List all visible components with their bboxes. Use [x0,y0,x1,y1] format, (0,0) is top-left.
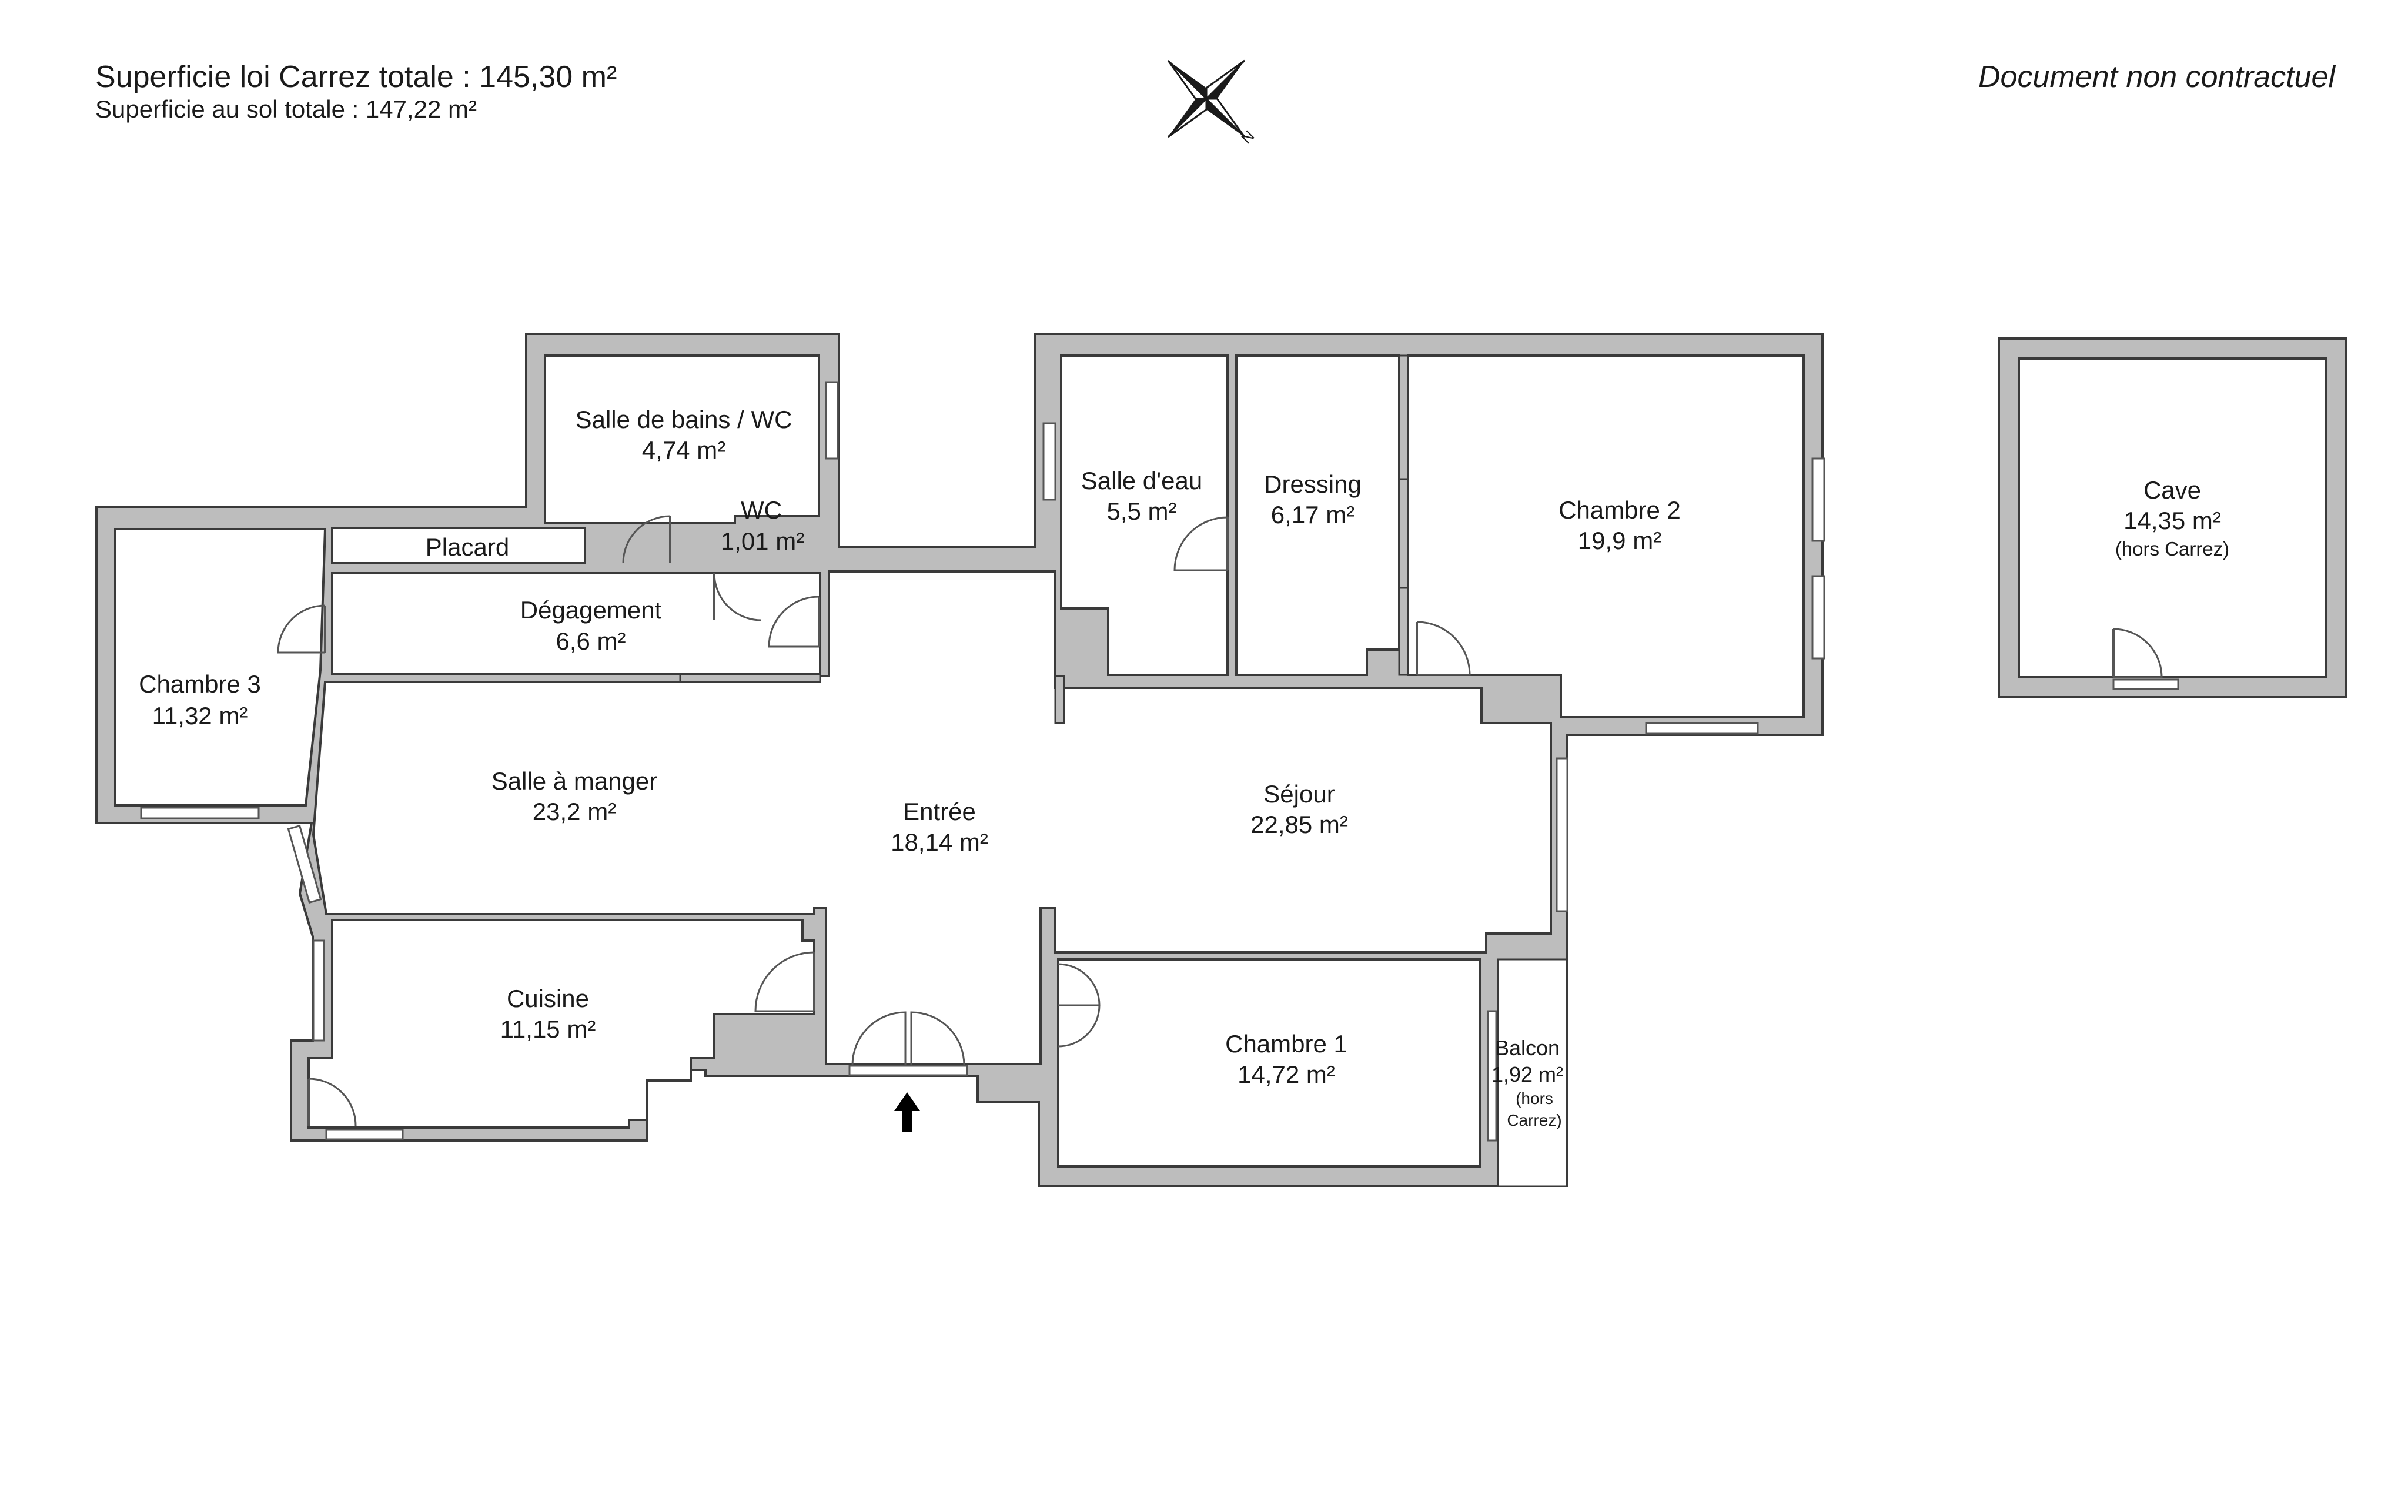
window [2112,678,2179,690]
room-placard [331,527,586,564]
window [825,381,839,460]
window [1811,457,1825,542]
cave-walls [1998,337,2347,698]
floor-total-label: Superficie au sol totale : 147,22 m² [95,95,477,123]
room-area: 5,5 m² [1106,497,1176,525]
room-balcon [1497,958,1568,1187]
windows [140,381,2179,1142]
room-salle-de-bains [544,354,820,524]
room-name: Séjour [1263,780,1335,808]
room-area: 11,32 m² [152,702,248,730]
room-chambre-3 [114,528,327,807]
room-area: 1,01 m² [721,527,804,555]
window [1487,1010,1497,1142]
compass-north-label: N [1238,127,1257,147]
window [1645,722,1759,735]
room-area: 11,15 m² [500,1015,596,1043]
doors [277,515,2163,1126]
room-salle-deau [1060,354,1229,676]
room-name: Salle de bains / WC [576,406,792,433]
room-name: Chambre 3 [139,670,261,698]
room-area: 14,35 m² [2123,507,2221,534]
room-area: 4,74 m² [642,436,725,464]
room-area: 1,92 m² [1491,1062,1563,1086]
room-area: 18,14 m² [891,828,988,856]
window [140,807,260,819]
room-name: Cuisine [507,985,589,1012]
window [1556,757,1568,912]
room-name: Entrée [903,798,976,825]
window [325,1129,404,1140]
disclaimer-label: Document non contractuel [1978,60,2336,94]
room-area: 6,6 m² [556,627,626,655]
room-area: 14,72 m² [1238,1061,1335,1088]
entrance-arrow-icon [894,1092,920,1132]
room-note: (hors [1516,1089,1553,1108]
window [312,939,325,1042]
room-name: WC [741,496,782,524]
room-living-area [312,570,1552,1065]
compass-rose-icon [1167,59,1246,138]
room-labels: Salle de bains / WC 4,74 m² WC 1,01 m² P… [139,406,2229,1129]
room-degagement [331,572,821,675]
room-name: Salle d'eau [1081,467,1203,494]
room-area: 22,85 m² [1250,811,1348,838]
window [1042,422,1056,501]
apartment-walls [95,333,1824,1187]
room-chambre-1 [1057,958,1481,1168]
room-name: Cave [2143,476,2201,504]
room-name: Placard [426,533,509,561]
room-area: 6,17 m² [1271,501,1354,528]
room-name: Dégagement [520,596,662,624]
room-note: (hors Carrez) [2115,538,2229,560]
room-area: 19,9 m² [1578,527,1661,554]
room-name: Chambre 1 [1225,1030,1347,1058]
window [1811,575,1825,660]
room-note: Carrez) [1507,1111,1561,1129]
window [848,1065,968,1076]
carrez-total-label: Superficie loi Carrez totale : 145,30 m² [95,60,617,94]
room-name: Salle à manger [491,767,658,795]
room-cave [2018,357,2327,678]
room-area: 23,2 m² [533,798,616,825]
window [287,824,322,904]
room-name: Balcon [1495,1036,1560,1060]
room-name: Chambre 2 [1558,496,1681,524]
room-name: Dressing [1264,470,1362,498]
